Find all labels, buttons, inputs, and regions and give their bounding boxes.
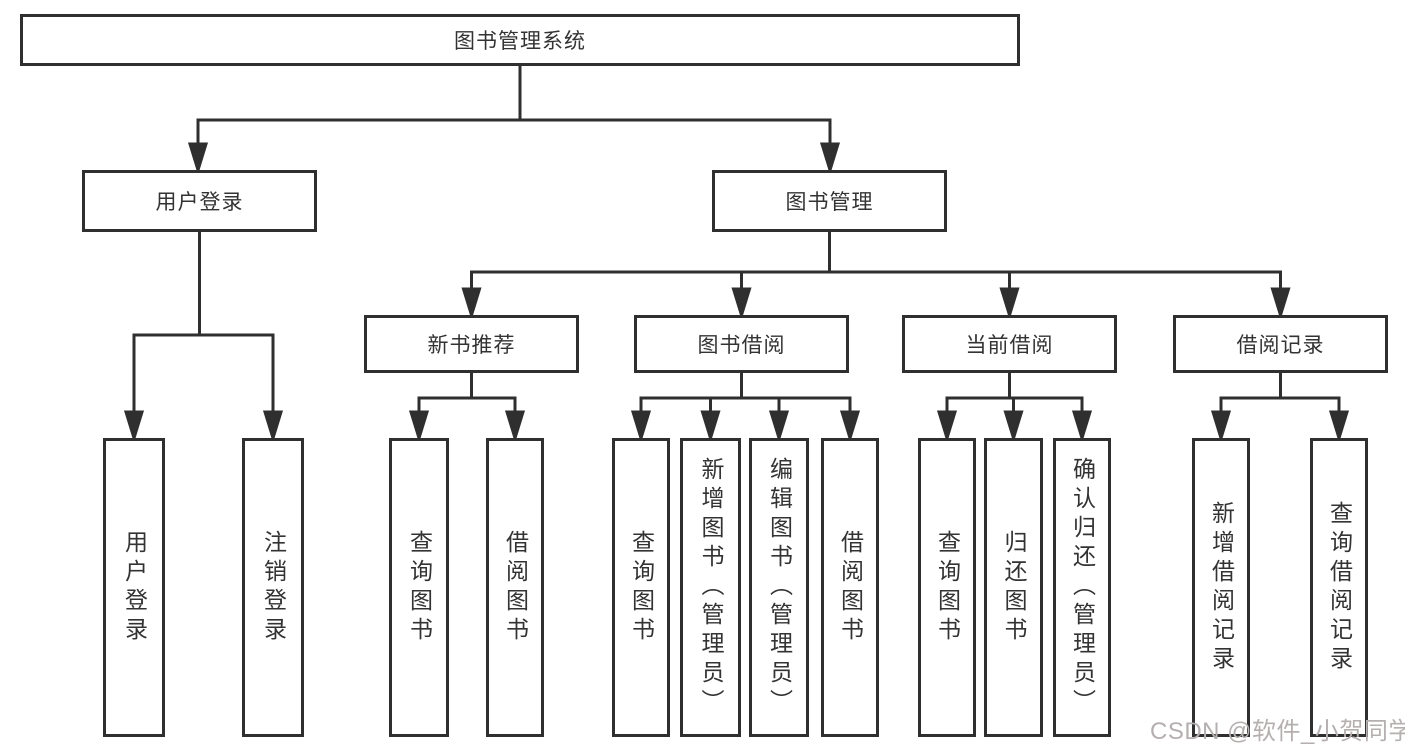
leaf-borrow-books-recommend-label: 借阅图书 bbox=[502, 529, 529, 646]
node-book-borrow-label: 图书借阅 bbox=[697, 334, 786, 357]
node-root-label: 图书管理系统 bbox=[454, 30, 586, 53]
leaf-add-borrow-record-label: 新增借阅记录 bbox=[1208, 500, 1235, 675]
node-current-borrow-label: 当前借阅 bbox=[965, 334, 1054, 357]
leaf-query-borrow-record-label: 查询借阅记录 bbox=[1326, 500, 1353, 675]
node-book-management: 图书管理 bbox=[712, 170, 947, 232]
node-book-borrow: 图书借阅 bbox=[634, 315, 849, 373]
leaf-add-borrow-record: 新增借阅记录 bbox=[1192, 438, 1250, 737]
csdn-watermark: CSDN @软件_小贺同学 bbox=[1150, 718, 1405, 745]
leaf-query-books-borrow-label: 查询图书 bbox=[628, 529, 655, 646]
leaf-user-login-label: 用户登录 bbox=[121, 529, 148, 646]
leaf-query-books-current-label: 查询图书 bbox=[934, 529, 961, 646]
leaf-borrow-books-recommend: 借阅图书 bbox=[486, 438, 544, 737]
leaf-query-books-borrow: 查询图书 bbox=[612, 438, 670, 737]
leaf-edit-books-admin: 编辑图书（管理员） bbox=[749, 438, 809, 737]
node-borrow-records: 借阅记录 bbox=[1173, 315, 1388, 373]
leaf-logout: 注销登录 bbox=[242, 438, 304, 737]
node-user-login-label: 用户登录 bbox=[155, 191, 244, 214]
node-current-borrow: 当前借阅 bbox=[902, 315, 1117, 373]
leaf-logout-label: 注销登录 bbox=[260, 529, 287, 646]
leaf-confirm-return-admin-label: 确认归还（管理员） bbox=[1069, 457, 1096, 718]
node-user-login: 用户登录 bbox=[82, 170, 317, 232]
leaf-borrow-books-label: 借阅图书 bbox=[837, 529, 864, 646]
node-root: 图书管理系统 bbox=[20, 14, 1020, 66]
leaf-user-login: 用户登录 bbox=[103, 438, 165, 737]
leaf-return-books-label: 归还图书 bbox=[1001, 529, 1027, 646]
leaf-add-books-admin-label: 新增图书（管理员） bbox=[698, 457, 724, 718]
node-book-management-label: 图书管理 bbox=[785, 191, 874, 214]
leaf-borrow-books: 借阅图书 bbox=[821, 438, 879, 737]
node-new-book-recommend: 新书推荐 bbox=[364, 315, 579, 373]
leaf-query-books-recommend-label: 查询图书 bbox=[406, 529, 433, 646]
leaf-confirm-return-admin: 确认归还（管理员） bbox=[1053, 438, 1111, 737]
leaf-edit-books-admin-label: 编辑图书（管理员） bbox=[766, 457, 793, 718]
leaf-query-books-current: 查询图书 bbox=[918, 438, 976, 737]
node-new-book-recommend-label: 新书推荐 bbox=[427, 334, 516, 357]
node-borrow-records-label: 借阅记录 bbox=[1236, 334, 1325, 357]
leaf-add-books-admin: 新增图书（管理员） bbox=[680, 438, 741, 737]
leaf-return-books: 归还图书 bbox=[984, 438, 1043, 737]
leaf-query-borrow-record: 查询借阅记录 bbox=[1310, 438, 1368, 737]
leaf-query-books-recommend: 查询图书 bbox=[389, 438, 449, 737]
